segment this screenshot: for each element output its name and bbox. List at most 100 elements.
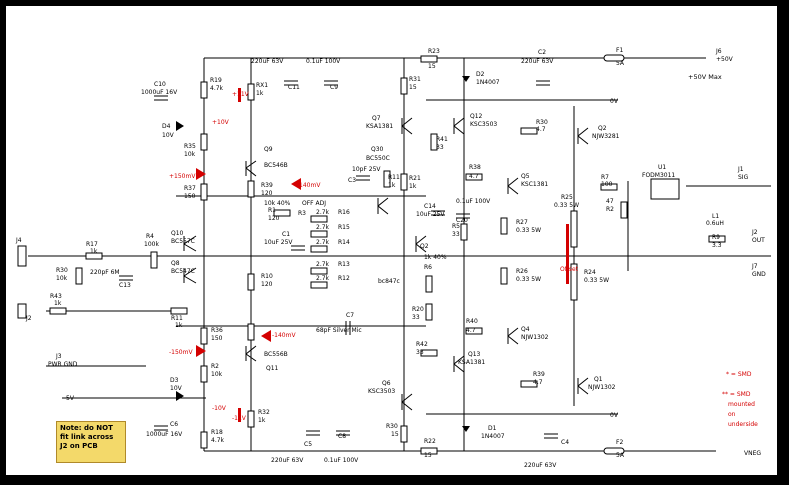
- label-c10: C10: [154, 81, 166, 88]
- legend-smd-under-3: on: [728, 411, 736, 418]
- value-c7: 68pF Silver Mic: [316, 327, 362, 334]
- label-c6: C6: [170, 421, 178, 428]
- label-r11: R11: [388, 174, 400, 181]
- label-r39: R39: [261, 182, 273, 189]
- value-r11b: 1k: [175, 322, 183, 329]
- connector-blocks: [17, 178, 680, 319]
- label-gnd-bottom: 0V: [610, 412, 619, 419]
- value-r18: 4.7k: [211, 437, 225, 444]
- value-r10: 120: [261, 281, 273, 288]
- label-q4: Q4: [521, 326, 530, 333]
- label-r9: R9: [712, 234, 720, 241]
- value-r25: 0.33 5W: [554, 202, 579, 209]
- label-r31: R31: [409, 76, 421, 83]
- value-c1: 10uF 25V: [264, 239, 293, 246]
- label-r36: R36: [211, 327, 223, 334]
- value-r11: 1k: [388, 182, 396, 189]
- smd-legend: * = SMD ** = SMD mounted on underside: [722, 371, 758, 428]
- label-r15: R15: [338, 224, 350, 231]
- value-j2r: OUT: [752, 237, 765, 244]
- value-r13: 2.7k: [316, 261, 330, 268]
- annotation-plus150mv: +150mV: [169, 173, 196, 180]
- value-d2: 1N4007: [476, 79, 500, 86]
- label-j1: J1: [737, 166, 744, 173]
- value-d3: 10V: [170, 385, 183, 392]
- label-q8: Q8: [171, 260, 180, 267]
- value-j1: SIG: [738, 174, 749, 181]
- annotation-offset: Offset: [560, 266, 579, 273]
- value-q5: KSC1381: [521, 181, 548, 188]
- diode-symbols: [176, 76, 470, 432]
- label-r30b: R30: [56, 267, 68, 274]
- value-j7: GND: [752, 271, 766, 278]
- label-r40: R40: [466, 318, 478, 325]
- label-r38: R38: [469, 164, 481, 171]
- value-q2: NJW3281: [592, 133, 620, 140]
- label-r21: R21: [409, 175, 421, 182]
- value-r24: 0.33 5W: [584, 277, 609, 284]
- value-r16: 2.7k: [316, 209, 330, 216]
- label-r2: R2: [211, 363, 219, 370]
- schematic-svg: R19 4.7k RX1 1k 220uF 63V 0.1uF 100V C11…: [15, 47, 771, 469]
- label-j2r: J2: [751, 229, 758, 236]
- value-r31: 15: [409, 84, 417, 91]
- value-r20: 33: [412, 314, 420, 321]
- label-q9: Q9: [264, 146, 273, 153]
- label-r43: R43: [50, 293, 62, 300]
- value-r32: 1k: [258, 417, 266, 424]
- value-r35: 10k: [184, 151, 196, 158]
- label-c9: C9: [330, 84, 338, 91]
- schematic-canvas: R19 4.7k RX1 1k 220uF 63V 0.1uF 100V C11…: [6, 6, 777, 475]
- value-c6: 1000uF 16V: [146, 431, 183, 438]
- value-r12: 2.7k: [316, 275, 330, 282]
- label-j3: J3: [55, 353, 62, 360]
- value-r26: 0.33 5W: [516, 276, 541, 283]
- annotation-plus140mv: +140mV: [294, 182, 321, 189]
- value-q1: NJW1302: [588, 384, 616, 391]
- value-r30c: 15: [391, 431, 399, 438]
- label-l1: L1: [712, 213, 719, 220]
- value-c20: 0.1uF 100V: [456, 198, 491, 205]
- label-cap-top-mid: 0.1uF 100V: [306, 58, 341, 65]
- label-r11b: R11: [171, 315, 183, 322]
- value-r23: 15: [428, 63, 436, 70]
- label-r35: R35: [184, 143, 196, 150]
- label-q5: Q5: [521, 173, 530, 180]
- label-q30: Q30: [371, 146, 384, 153]
- label-r22: R22: [424, 438, 436, 445]
- value-r17: 1k: [90, 248, 98, 255]
- label-j7: J7: [751, 263, 758, 270]
- label-r5: R5: [452, 223, 460, 230]
- label-r14: R14: [338, 239, 350, 246]
- label-f1: F1: [616, 47, 623, 54]
- value-r8: R2: [606, 206, 614, 213]
- label-j6: J6: [715, 48, 722, 55]
- label-c5: C5: [304, 441, 312, 448]
- annotation-minus150mv: -150mV: [169, 349, 193, 356]
- pcb-note-text: Note: do NOT fit link across J2 on PCB: [60, 424, 114, 450]
- capacitor-plates: [119, 80, 558, 439]
- label-q13: Q13: [468, 351, 481, 358]
- label-c20: C20: [456, 217, 468, 224]
- value-r38: 4.7: [469, 173, 479, 180]
- value-r1: 120: [268, 215, 280, 222]
- value-c3: 10pF 25V: [352, 166, 381, 173]
- value-r15: 2.7k: [316, 224, 330, 231]
- label-d4: D4: [162, 123, 171, 130]
- label-r18: R18: [211, 429, 223, 436]
- label-cap-bot-right: 220uF 63V: [524, 462, 557, 469]
- value-r4: 100k: [144, 241, 159, 248]
- label-cap-top-left: 220uF 63V: [251, 58, 284, 65]
- value-q11: BC556B: [264, 351, 288, 358]
- label-d2: D2: [476, 71, 485, 78]
- transistor-symbols: [183, 117, 589, 411]
- value-r40: 4.7: [466, 327, 476, 334]
- label-r19: R19: [210, 77, 222, 84]
- value-r19: 4.7k: [210, 85, 224, 92]
- label-q7: Q7: [372, 115, 381, 122]
- annotation-plus10v: +10V: [212, 119, 230, 126]
- value-q30: BC550C: [366, 155, 390, 162]
- label-f2: F2: [616, 439, 623, 446]
- label-q6: Q6: [382, 380, 391, 387]
- label-u1: U1: [658, 164, 666, 171]
